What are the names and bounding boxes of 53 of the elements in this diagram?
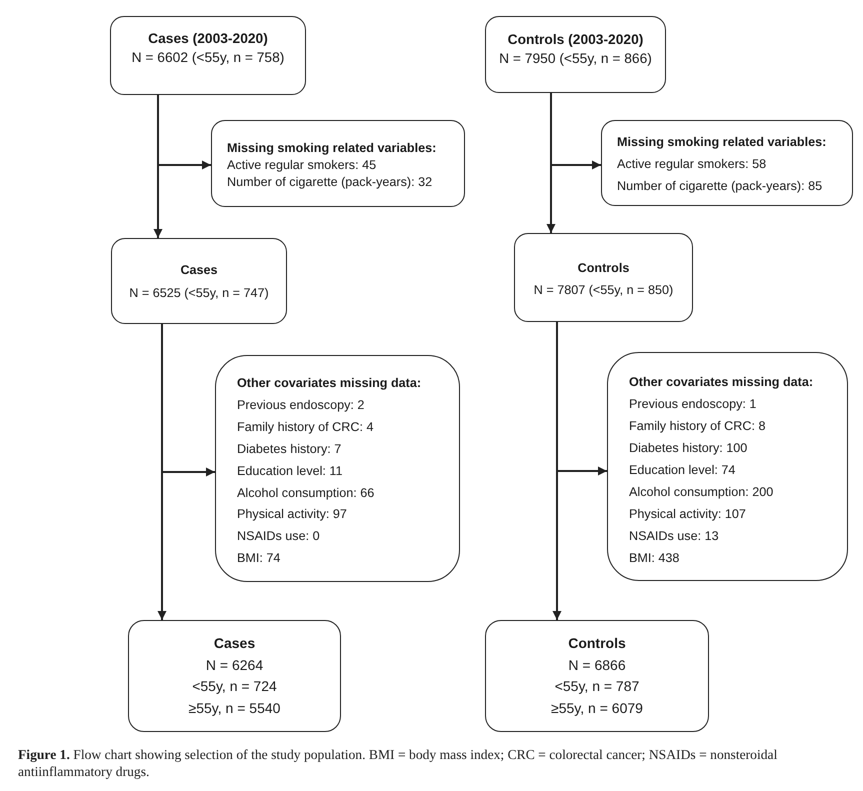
figure-caption: Figure 1. Flow chart showing selection of the study population. BMI = body mass index; CRC = colorectal cancer; NSAIDs = nonsteroidal antiinflammatory drugs. [18, 746, 778, 780]
exclusion-box [215, 355, 460, 582]
missing-data-item: Alcohol consumption: 200 [629, 484, 774, 501]
missing-data-item: Education level: 74 [629, 462, 736, 479]
count-text: N = 7807 (<55y, n = 850) [534, 282, 674, 299]
box-heading: Missing smoking related variables: [617, 134, 826, 151]
box-heading: Cases (2003-2020) [148, 30, 268, 48]
missing-data-item: Family history of CRC: 4 [237, 418, 374, 436]
missing-data-item: Number of cigarette (pack-years): 85 [617, 178, 822, 195]
box-heading: Cases [180, 262, 218, 279]
missing-data-item: Active regular smokers: 45 [227, 157, 376, 174]
missing-data-item: Diabetes history: 7 [237, 440, 342, 458]
missing-data-item: Physical activity: 97 [237, 506, 347, 524]
missing-data-item: BMI: 438 [629, 550, 680, 567]
cohort-box [111, 238, 287, 324]
missing-data-item: Active regular smokers: 58 [617, 156, 766, 173]
count-text: N = 6525 (<55y, n = 747) [129, 285, 269, 302]
exclusion-box [211, 120, 465, 207]
count-text: ≥55y, n = 6079 [551, 699, 643, 718]
missing-data-item: Previous endoscopy: 1 [629, 396, 756, 413]
exclusion-box [607, 352, 848, 581]
missing-data-item: NSAIDs use: 13 [629, 528, 719, 545]
missing-data-item: Diabetes history: 100 [629, 440, 748, 457]
count-text: N = 6602 (<55y, n = 758) [132, 49, 284, 67]
box-heading: Cases [214, 634, 256, 653]
final-cohort-box [485, 620, 709, 732]
missing-data-item: Previous endoscopy: 2 [237, 396, 364, 414]
box-heading: Controls (2003-2020) [508, 31, 644, 49]
cohort-box [110, 16, 306, 95]
cohort-box [485, 16, 666, 93]
count-text: N = 6866 [568, 656, 626, 675]
missing-data-item: Education level: 11 [237, 462, 342, 480]
final-cohort-box [128, 620, 341, 732]
missing-data-item: Number of cigarette (pack-years): 32 [227, 174, 432, 191]
exclusion-box [601, 120, 853, 206]
box-heading: Missing smoking related variables: [227, 140, 436, 157]
count-text: ≥55y, n = 5540 [188, 699, 280, 718]
box-heading: Controls [578, 260, 630, 277]
missing-data-item: Family history of CRC: 8 [629, 418, 766, 435]
box-heading: Other covariates missing data: [237, 375, 422, 392]
count-text: <55y, n = 787 [554, 677, 640, 696]
arrow [158, 324, 166, 620]
missing-data-item: Physical activity: 107 [629, 506, 746, 523]
missing-data-item: Alcohol consumption: 66 [237, 484, 374, 502]
cohort-box [514, 233, 693, 322]
count-text: N = 7950 (<55y, n = 866) [499, 50, 652, 68]
missing-data-item: BMI: 74 [237, 550, 280, 568]
count-text: <55y, n = 724 [192, 677, 277, 696]
box-heading: Controls [568, 634, 626, 653]
arrow [552, 322, 562, 620]
count-text: N = 6264 [206, 656, 264, 675]
missing-data-item: NSAIDs use: 0 [237, 528, 320, 546]
box-heading: Other covariates missing data: [629, 374, 814, 391]
